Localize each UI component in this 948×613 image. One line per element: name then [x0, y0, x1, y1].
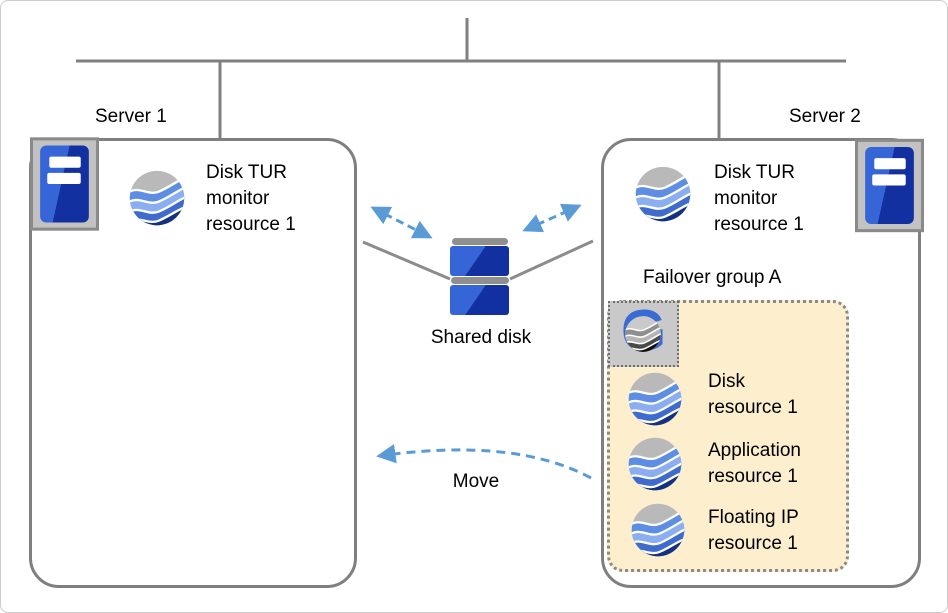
server2-label: Server 2	[789, 106, 861, 127]
server1-disk-tur-monitor-label: Disk TUR monitor resource 1	[206, 162, 296, 235]
server2-disk-tur-monitor-label: Disk TUR monitor resource 1	[714, 162, 804, 235]
server1-label: Server 1	[95, 106, 167, 127]
move-label: Move	[452, 471, 500, 492]
server1-disk-tur-monitor-icon	[128, 169, 186, 227]
server2-icon	[855, 138, 924, 233]
disk-link-right	[509, 239, 594, 281]
floating-ip-resource-label: Floating IP resource 1	[708, 507, 799, 554]
shared-disk-icon	[450, 238, 509, 315]
disk-access-arrows	[370, 203, 582, 239]
application-resource-icon	[627, 436, 683, 492]
disk-resource-label: Disk resource 1	[708, 371, 798, 418]
application-resource-label: Application resource 1	[708, 440, 801, 487]
network-lines	[76, 18, 846, 141]
move-arrow	[376, 444, 592, 480]
disk-access-arrow-right	[522, 203, 582, 233]
failover-group-title: Failover group A	[643, 267, 782, 288]
disk-resource-icon	[627, 371, 683, 427]
shared-disk-label: Shared disk	[430, 327, 532, 348]
server2-disk-tur-monitor-icon	[634, 165, 692, 223]
failover-group-icon: G	[608, 301, 679, 367]
group-wave-sphere-icon	[624, 315, 662, 353]
shared-disk-links	[362, 239, 594, 281]
disk-access-arrow-left	[370, 206, 433, 239]
server1-icon	[30, 137, 99, 231]
server1-box	[29, 138, 357, 588]
floating-ip-resource-icon	[630, 502, 686, 558]
disk-link-left	[362, 240, 451, 281]
